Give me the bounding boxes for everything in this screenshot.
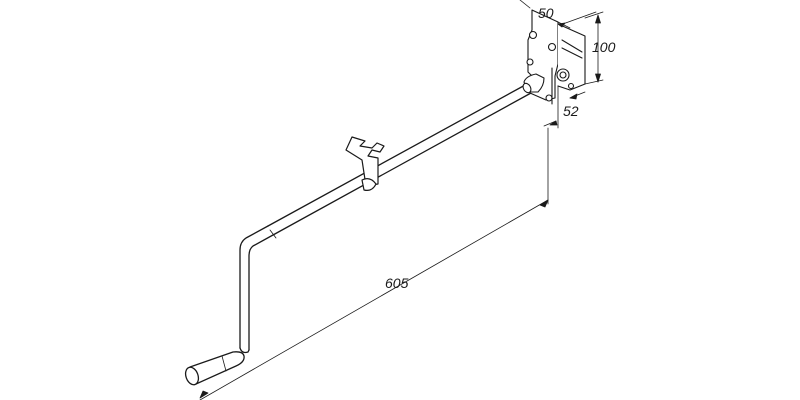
crank-arm (239, 225, 277, 354)
dimension-label-100: 100 (592, 39, 616, 55)
guide-bracket (345, 136, 385, 191)
dimension-52 (543, 85, 586, 129)
dimension-100 (584, 11, 604, 85)
dimension-label-50: 50 (538, 5, 554, 21)
dimension-label-52: 52 (563, 103, 579, 119)
handle-grip (184, 351, 245, 386)
dimension-50 (519, 0, 597, 29)
shaft (267, 83, 532, 236)
gear-mounting-assembly (522, 9, 586, 105)
dimension-label-605: 605 (385, 275, 409, 291)
dimension-605 (199, 127, 549, 400)
